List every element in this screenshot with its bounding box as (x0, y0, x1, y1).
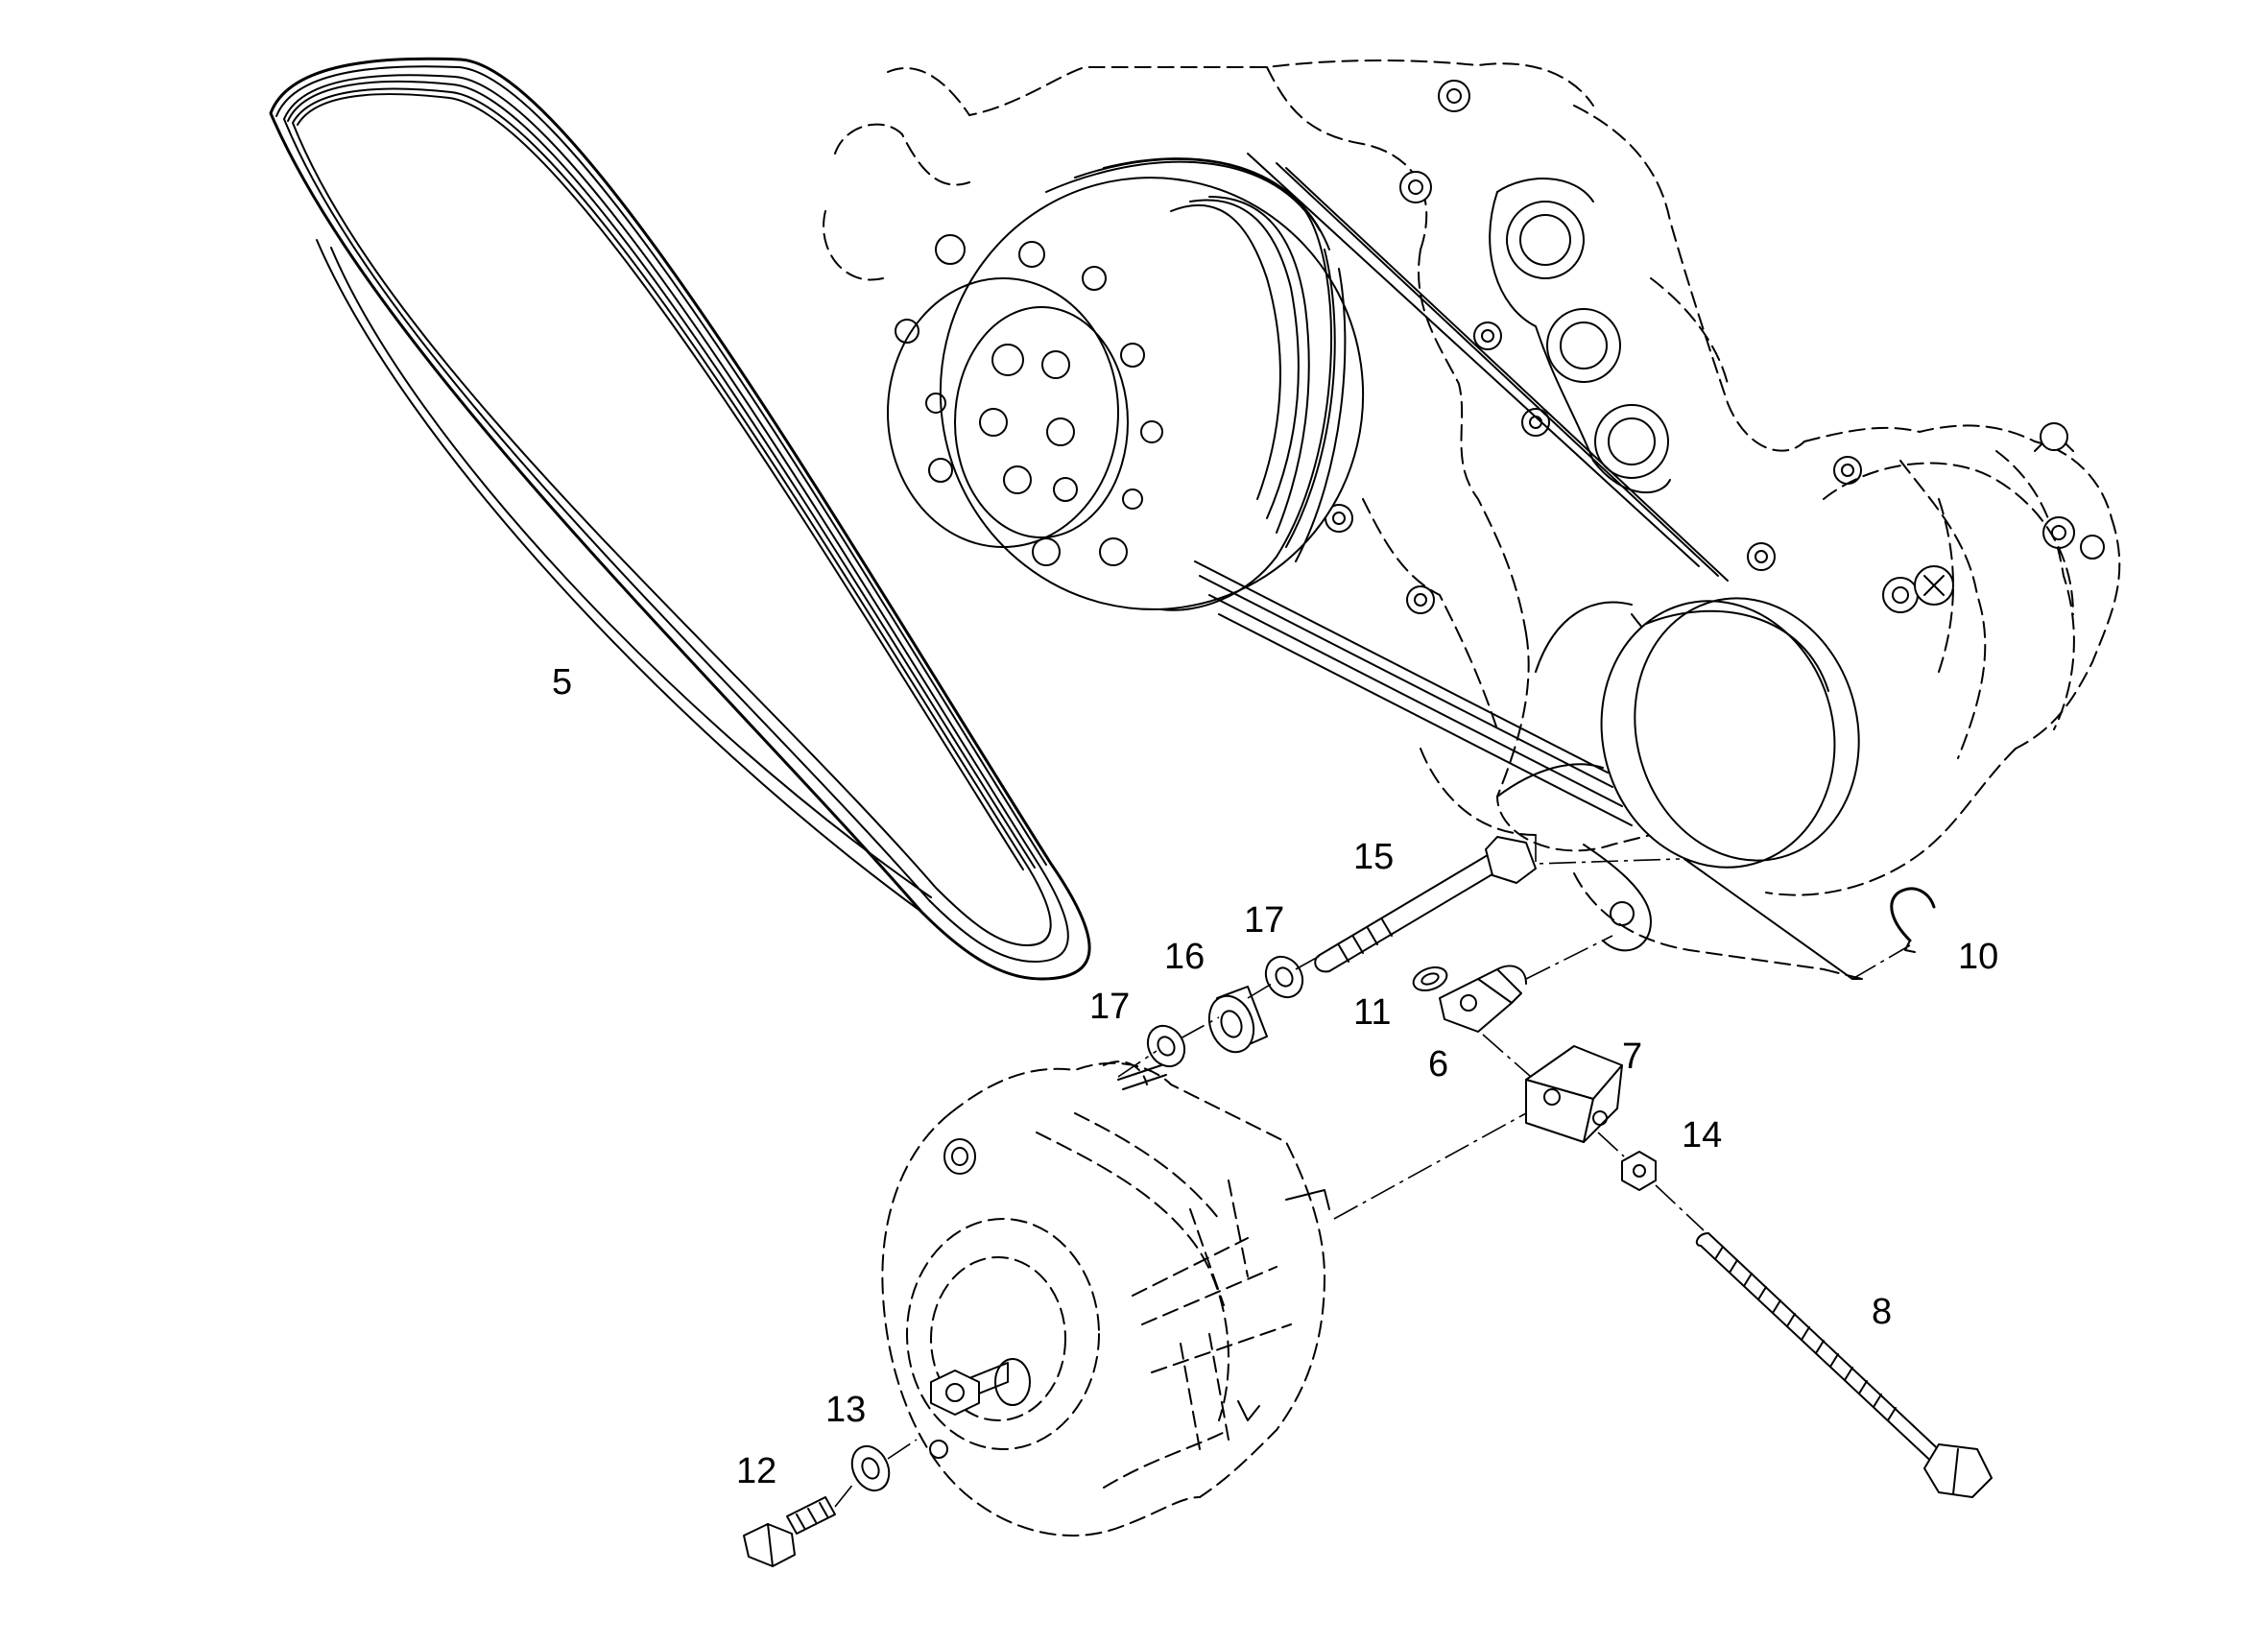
bracket (1439, 965, 1527, 1033)
callout-circlip: 10 (1958, 937, 1999, 977)
callout-long-bolt: 15 (1353, 837, 1395, 877)
callout-snap-ring: 11 (1353, 992, 1392, 1033)
sleeve (1207, 986, 1268, 1054)
hex-bolt (743, 1496, 836, 1567)
washer-13 (850, 1444, 891, 1492)
washer-upper (1264, 955, 1304, 999)
callout-washer-upper: 17 (1244, 900, 1285, 941)
callout-sleeve: 16 (1164, 937, 1206, 977)
alternator-pulley-installed (1600, 597, 1860, 869)
clamp-block (1525, 1045, 1623, 1143)
adjusting-screw (1695, 1232, 1993, 1498)
snap-ring (1412, 965, 1448, 992)
circlip (1890, 887, 1936, 953)
installed-belt (1194, 153, 1729, 826)
callout-adjust-screw: 8 (1872, 1292, 1893, 1332)
poly-v-belt (269, 57, 1091, 981)
long-bolt (1314, 836, 1537, 973)
callout-bracket: 6 (1428, 1044, 1449, 1084)
compressor (1823, 422, 2074, 615)
callout-washer-lower: 17 (1089, 987, 1131, 1027)
callout-nut: 14 (1682, 1115, 1723, 1156)
callout-hex-bolt: 12 (736, 1451, 777, 1491)
callout-clamp-block: 7 (1622, 1036, 1643, 1077)
callout-belt: 5 (552, 662, 573, 703)
nut (1621, 1151, 1657, 1191)
washer-lower (1146, 1024, 1186, 1068)
alternator (881, 1060, 1330, 1537)
callout-washer-13: 13 (825, 1390, 867, 1430)
center-lines (834, 835, 1911, 1508)
engine-block (823, 60, 2121, 980)
crankshaft-pulley (887, 157, 1365, 611)
